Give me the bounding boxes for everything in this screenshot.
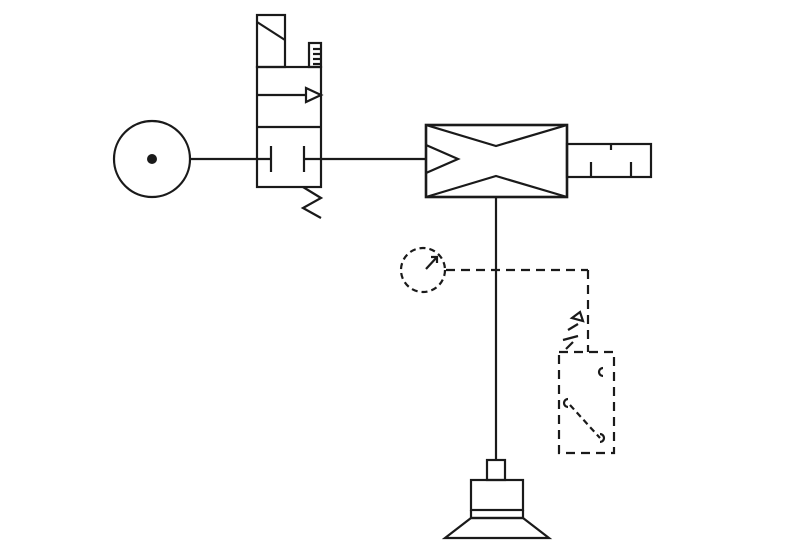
pressure-source-symbol	[112, 119, 192, 199]
vacuum-generator	[424, 123, 653, 199]
switch-lever	[569, 404, 601, 439]
ejector-venturi-top	[425, 123, 568, 148]
suction-cup-lip	[441, 516, 553, 540]
valve-flow-arrow	[304, 86, 324, 104]
pilot-lines	[446, 268, 590, 352]
pressure-source-dot	[147, 154, 157, 164]
silencer-box	[565, 142, 653, 179]
switch-contact-bottom	[599, 432, 606, 444]
ejector-nozzle-icon	[425, 143, 461, 175]
solenoid-valve	[255, 13, 324, 219]
ejector-body	[424, 123, 569, 199]
vacuum-gauge	[399, 246, 447, 294]
vacuum-switch-box	[557, 350, 616, 455]
solenoid-coil-box	[255, 13, 287, 69]
switch-adjust-spring-icon	[562, 310, 585, 350]
spring-return-icon	[300, 186, 324, 219]
ejector-venturi-bottom	[425, 174, 568, 199]
switch-contact-top	[597, 366, 604, 378]
suction-cup-body	[469, 478, 525, 512]
gauge-circle	[399, 246, 447, 294]
switch-contact-left	[562, 397, 569, 409]
gauge-needle-arrow	[431, 255, 439, 263]
switch-adjust-arrow	[569, 310, 585, 323]
suction-cup-stem	[485, 458, 507, 482]
vacuum-switch	[557, 350, 616, 455]
suction-cup	[441, 458, 553, 540]
gauge-needle	[425, 256, 438, 270]
solenoid-diagonal	[256, 21, 286, 41]
